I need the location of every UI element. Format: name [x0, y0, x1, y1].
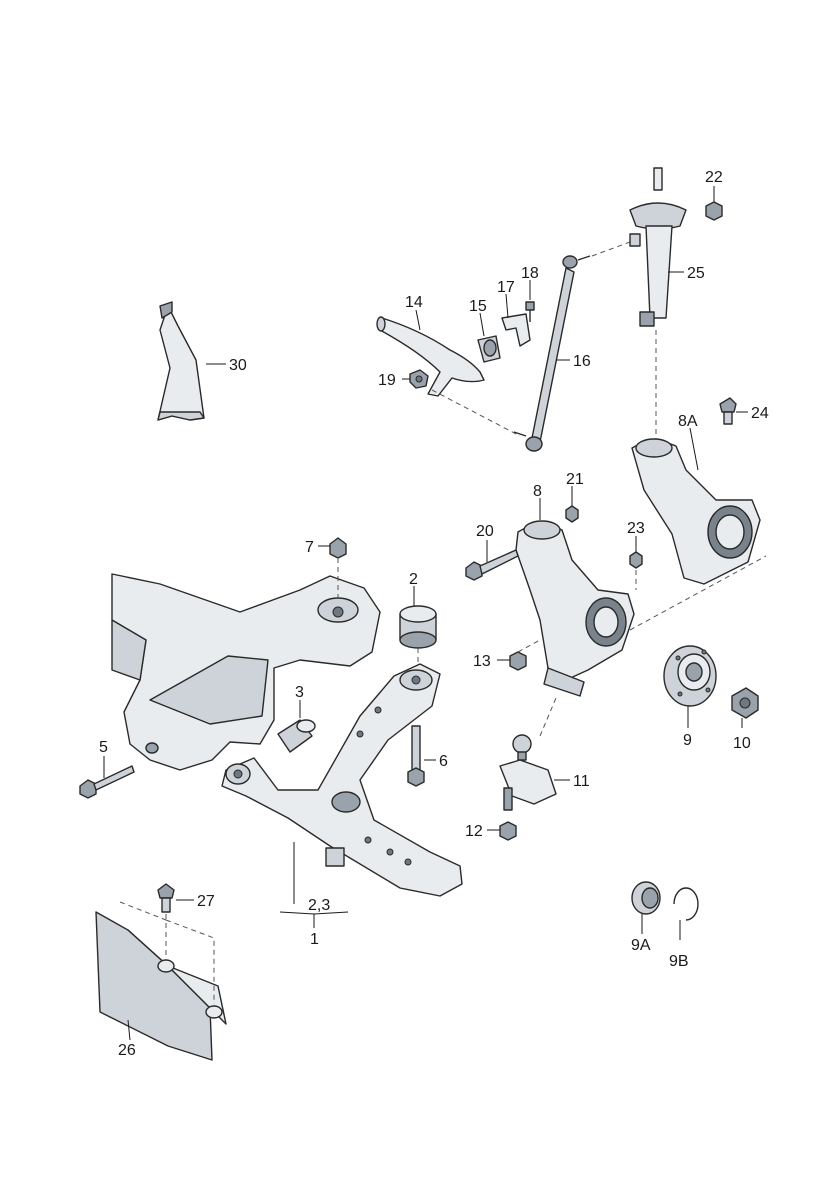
leader-17 [505, 293, 509, 319]
assembly-line-27 [119, 901, 215, 1004]
part-3-bonded-rubber-bush [277, 719, 316, 753]
callout-14: 14 [405, 294, 423, 311]
subframe [111, 573, 381, 771]
callout-2: 2 [409, 571, 418, 588]
assembly-line-19 [431, 389, 521, 437]
callout-23: 23 [627, 520, 645, 537]
part-9-wheel-hub [663, 645, 717, 707]
part-24-bolt [719, 397, 737, 425]
callout-30: 30 [229, 357, 247, 374]
part-8A-wheel-bearing-housing [631, 438, 761, 585]
callout-24: 24 [751, 405, 769, 422]
assembly-line-13 [517, 639, 541, 653]
callout-2-3: 2,3 [308, 897, 330, 914]
assembly-line-hub [629, 555, 767, 631]
part-25-shock-absorber [629, 167, 687, 327]
part-1-control-arm [221, 663, 463, 897]
callout-8: 8 [533, 483, 542, 500]
callout-1: 1 [310, 931, 319, 948]
part-11-ball-joint [499, 734, 557, 811]
callout-9: 9 [683, 732, 692, 749]
part-10-nut [731, 687, 759, 719]
leader-26 [127, 1019, 131, 1041]
callout-15: 15 [469, 298, 487, 315]
part-16-coupling-rod [513, 255, 591, 452]
part-7-nut [329, 537, 347, 559]
callout-9B: 9B [669, 953, 689, 970]
part-18-bolt [525, 301, 535, 322]
part-22-nut [705, 201, 723, 221]
callout-9A: 9A [631, 937, 651, 954]
callout-22: 22 [705, 169, 723, 186]
callout-16: 16 [573, 353, 591, 370]
part-14-stabilizer-bar [376, 316, 485, 397]
leader-15 [479, 312, 485, 337]
part-30-grease-tube [157, 301, 205, 421]
part-5-bolt [79, 765, 135, 799]
callout-11: 11 [573, 773, 590, 790]
part-2-bonded-rubber-bush [399, 605, 437, 649]
callout-20: 20 [476, 523, 494, 540]
callout-25: 25 [687, 265, 705, 282]
part-27-bolt [157, 883, 175, 913]
callout-7: 7 [305, 539, 314, 556]
callout-13: 13 [473, 653, 491, 670]
part-23-nut [629, 551, 643, 569]
callout-27: 27 [197, 893, 215, 910]
callout-5: 5 [99, 739, 108, 756]
part-9A-wheel-bearing [631, 881, 661, 915]
part-6-bolt [407, 725, 425, 787]
assembly-line-16 [591, 241, 631, 257]
part-17-clamp [501, 313, 531, 347]
callout-26: 26 [118, 1042, 136, 1059]
leader-14 [415, 309, 421, 331]
part-26-bracket [95, 911, 227, 1061]
leader-1-bracket [279, 842, 349, 928]
part-9B-circlip [673, 887, 699, 921]
callout-6: 6 [439, 753, 448, 770]
part-20-bolt [465, 549, 519, 581]
callout-19: 19 [378, 372, 396, 389]
callout-12: 12 [465, 823, 483, 840]
assembly-line-11 [539, 697, 557, 737]
part-8-wheel-bearing-housing [515, 520, 635, 697]
part-12-nut [499, 821, 517, 841]
part-13-nut [509, 651, 527, 671]
callout-18: 18 [521, 265, 539, 282]
part-19-nut [409, 369, 429, 389]
part-21-nut [565, 505, 579, 523]
callout-8A: 8A [678, 413, 698, 430]
callout-17: 17 [497, 279, 515, 296]
part-15-bushing [477, 335, 501, 363]
leader-8A [689, 427, 699, 471]
callout-21: 21 [566, 471, 584, 488]
callout-3: 3 [295, 684, 304, 701]
callout-10: 10 [733, 735, 751, 752]
